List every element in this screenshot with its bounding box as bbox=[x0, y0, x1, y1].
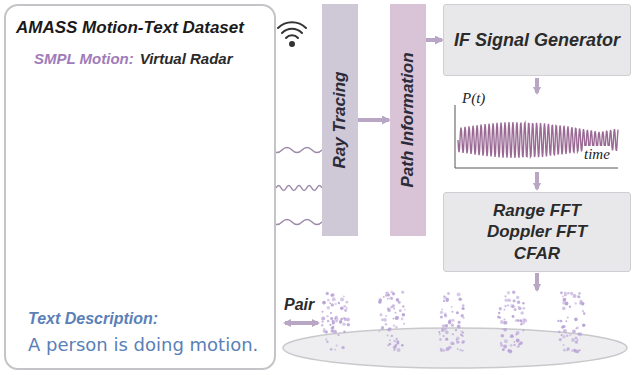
box-label: Range FFT bbox=[493, 200, 581, 221]
flow-arrow bbox=[535, 172, 539, 189]
box-label: Ray Tracing bbox=[330, 71, 350, 168]
flow-arrow bbox=[426, 38, 442, 42]
pair-label: Pair bbox=[284, 296, 314, 314]
box-label: CFAR bbox=[514, 243, 560, 264]
process-box: Range FFTDoppler FFTCFAR bbox=[443, 192, 631, 272]
radar-icon bbox=[278, 22, 306, 46]
panel-title: AMASS Motion-Text Dataset bbox=[16, 18, 244, 38]
panel-text: SMPL Motion: bbox=[34, 50, 134, 67]
flow-arrow bbox=[535, 78, 539, 93]
process-band: Path Information bbox=[390, 4, 426, 236]
panel-text: Text Description: bbox=[28, 310, 158, 328]
panel-text: A person is doing motion. bbox=[28, 334, 258, 355]
point-cloud bbox=[321, 291, 586, 354]
axis-label: time bbox=[584, 146, 610, 163]
radar-wave bbox=[276, 186, 322, 191]
floor bbox=[283, 328, 627, 368]
dataset-panel: AMASS Motion-Text DatasetSMPL Motion: Vir… bbox=[4, 4, 276, 370]
pair-arrow bbox=[285, 321, 318, 325]
process-band: Ray Tracing bbox=[322, 4, 358, 236]
box-label: IF Signal Generator bbox=[454, 29, 620, 52]
box-label: Doppler FFT bbox=[487, 221, 587, 242]
flow-arrow bbox=[358, 118, 389, 122]
process-box: IF Signal Generator bbox=[443, 4, 631, 76]
axis-label: P(t) bbox=[462, 90, 485, 107]
box-label: Path Information bbox=[398, 52, 418, 187]
flow-arrow bbox=[535, 273, 539, 290]
plot-axis bbox=[455, 105, 618, 168]
panel-text: Virtual Radar bbox=[140, 50, 233, 67]
